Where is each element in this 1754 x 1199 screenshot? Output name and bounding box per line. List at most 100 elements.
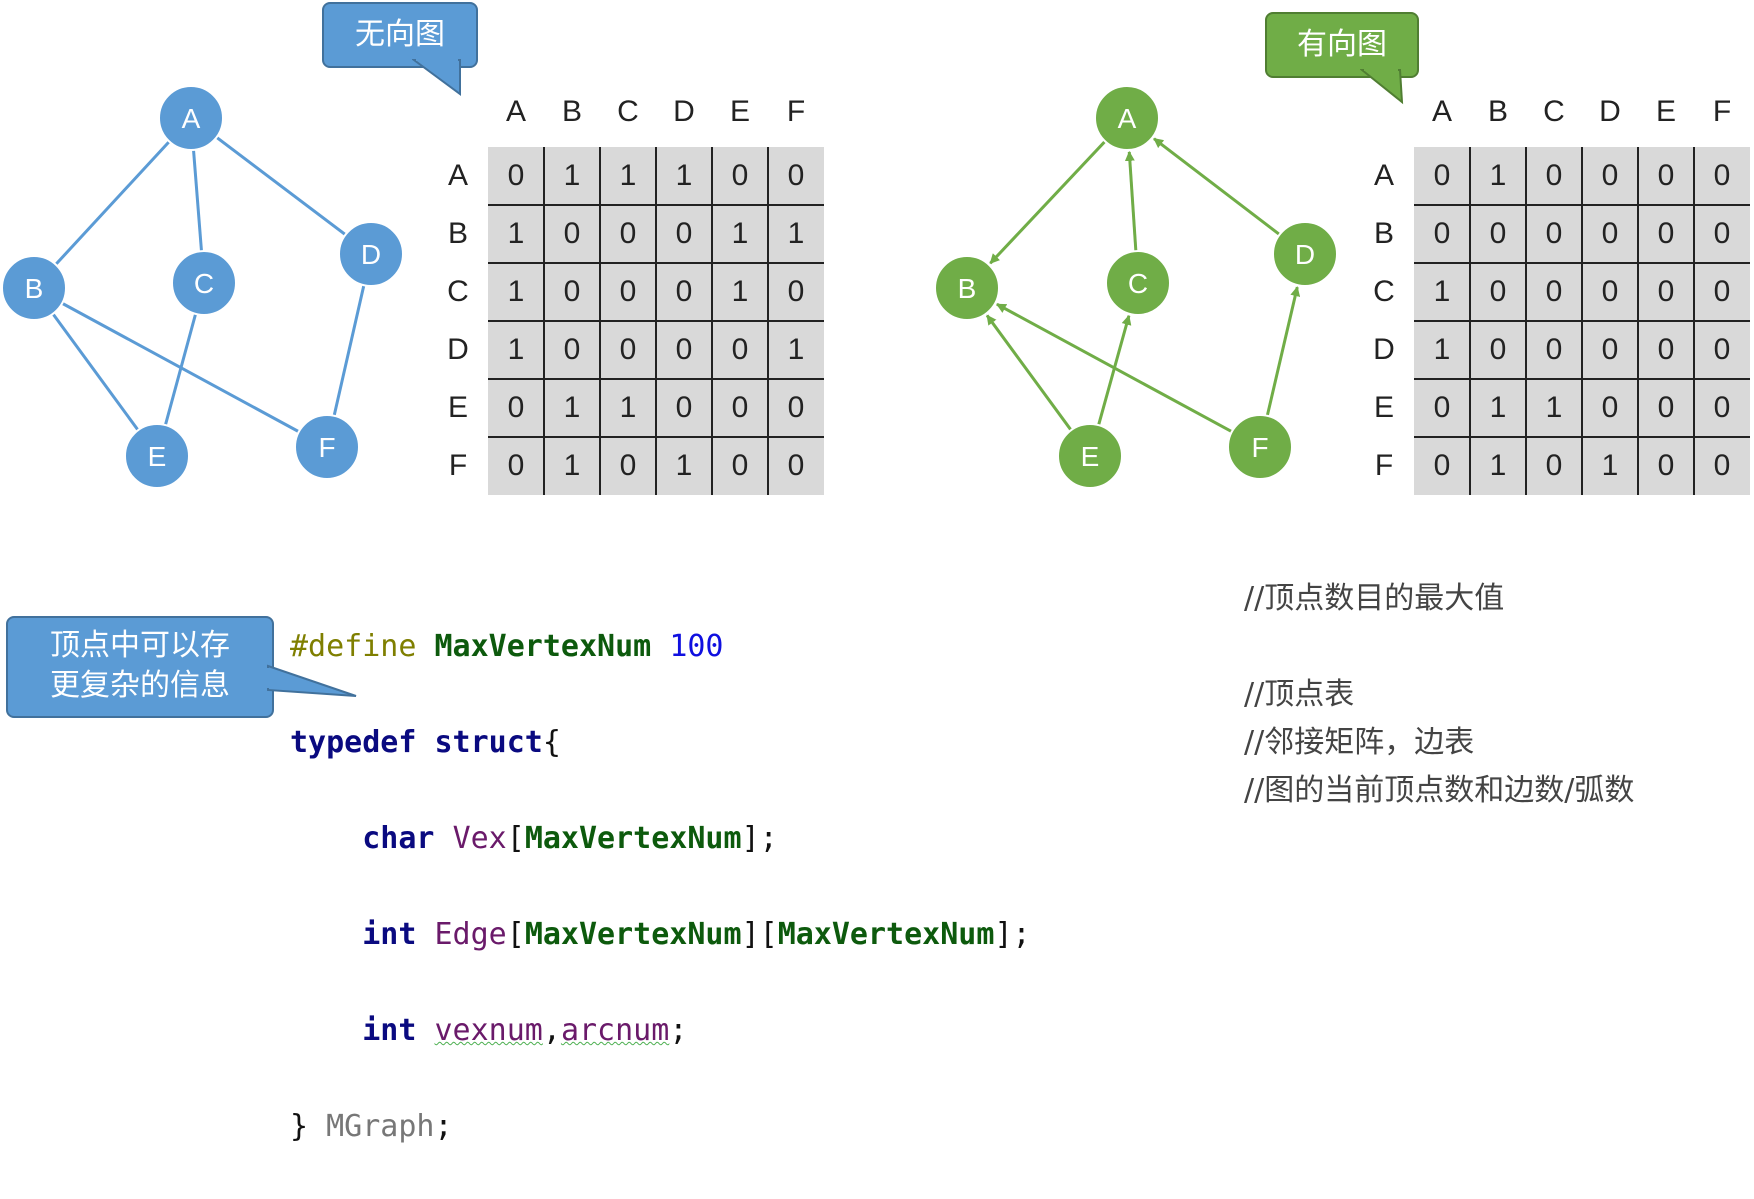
directed-row-header: B [1373,217,1394,250]
code-callout-line2: 更复杂的信息 [50,668,230,703]
undirected-row-header: C [447,275,469,308]
undirected-matrix-cell: 0 [787,391,805,424]
brace-close: } [290,1109,309,1144]
vexnum-field: vexnum [434,1013,543,1048]
directed-matrix-cell: 1 [1545,391,1563,424]
undirected-grid-hline [488,436,824,438]
undirected-row-header: E [447,391,468,424]
undirected-matrix-cell: 0 [787,275,805,308]
undirected-matrix-cell: 0 [619,333,637,366]
directed-matrix-cell: 0 [1489,333,1507,366]
undirected-matrix-cell: 1 [675,159,693,192]
directed-node-d: D [1272,221,1338,287]
undirected-matrix-cell: 0 [563,275,581,308]
char-keyword: char [362,821,435,856]
directed-node-c: C [1105,250,1171,316]
semicolon: ; [1012,917,1031,952]
directed-grid-vline [1693,147,1695,495]
semicolon: ; [759,821,778,856]
undirected-grid-hline [488,378,824,380]
directed-col-header: F [1712,95,1732,128]
undirected-node-label: A [182,103,201,134]
directed-arcs [985,137,1301,434]
directed-node-b: B [934,255,1000,321]
undirected-node-e: E [124,423,190,489]
directed-matrix-cell: 0 [1433,159,1451,192]
directed-matrix-cell: 1 [1489,391,1507,424]
directed-matrix-cell: 0 [1657,159,1675,192]
directed-callout: 有向图 [1265,12,1419,78]
undirected-matrix-cell: 1 [619,391,637,424]
undirected-grid-vline [711,147,713,495]
undirected-matrix-cell: 0 [731,449,749,482]
directed-node-label: F [1251,432,1268,463]
directed-arc-eb [985,314,1073,432]
directed-node-label: E [1081,441,1100,472]
directed-matrix-cell: 0 [1601,333,1619,366]
directed-grid-hline [1414,320,1750,322]
directed-col-header: C [1543,95,1565,128]
semicolon: ; [669,1013,688,1048]
undirected-matrix-cell: 0 [507,449,525,482]
directed-col-header: A [1431,95,1452,128]
undirected-matrix-cell: 0 [675,333,693,366]
bracket: ] [741,917,760,952]
brace-open: { [542,725,561,760]
comma: , [542,1013,561,1048]
undirected-col-header: A [505,95,526,128]
undirected-row-header: F [448,449,468,482]
undirected-col-header: E [729,95,750,128]
directed-matrix-cell: 0 [1713,275,1731,308]
undirected-row-header: B [447,217,468,250]
directed-matrix-cell: 0 [1545,275,1563,308]
undirected-matrix-cell: 1 [787,333,805,366]
undirected-grid-vline [767,147,769,495]
directed-matrix-cell: 0 [1545,217,1563,250]
directed-row-header: D [1373,333,1395,366]
comment-blank [1244,623,1634,671]
undirected-matrix-cell: 0 [731,333,749,366]
directed-matrix-cell: 1 [1433,275,1451,308]
directed-node-label: D [1295,239,1315,270]
directed-matrix-cell: 0 [1657,217,1675,250]
directed-callout-tail [1360,66,1404,105]
directed-matrix-cell: 1 [1433,333,1451,366]
typedef-keyword: typedef [290,725,417,760]
directed-matrix-cell: 0 [1713,159,1731,192]
undirected-row-header: D [447,333,469,366]
directed-col-header: E [1655,95,1676,128]
maxvertexnum-ref: MaxVertexNum [524,821,742,856]
mgraph-typename: MGraph [326,1109,435,1144]
directed-matrix-cell: 0 [1433,449,1451,482]
bracket: [ [759,917,778,952]
directed-matrix-cell: 0 [1489,217,1507,250]
define-keyword: #define [290,629,417,664]
bracket: [ [506,917,525,952]
comment-max-vertex: //顶点数目的最大值 [1244,581,1505,616]
undirected-matrix-cell: 0 [787,449,805,482]
maxvertexnum-ref: MaxVertexNum [524,917,742,952]
directed-matrix-cell: 0 [1657,449,1675,482]
directed-node-label: C [1128,268,1148,299]
directed-matrix-cell: 1 [1489,159,1507,192]
directed-grid-vline [1637,147,1639,495]
directed-matrix-cell: 1 [1601,449,1619,482]
struct-keyword: struct [434,725,543,760]
define-value: 100 [669,629,724,664]
directed-matrix-cell: 0 [1657,333,1675,366]
code-line-edge: int Edge[MaxVertexNum][MaxVertexNum]; [290,911,1031,959]
directed-matrix-cell: 1 [1489,449,1507,482]
directed-matrix-cell: 0 [1601,275,1619,308]
int-keyword: int [362,917,417,952]
directed-row-header: C [1373,275,1395,308]
directed-callout-label: 有向图 [1297,27,1387,62]
undirected-matrix-cell: 0 [563,217,581,250]
undirected-matrix-cell: 0 [619,449,637,482]
code-line-define: #define MaxVertexNum 100 [290,623,1031,671]
code-line-counts: int vexnum,arcnum; [290,1007,1031,1055]
code-line-close: } MGraph; [290,1103,1031,1151]
directed-matrix-cell: 0 [1545,333,1563,366]
directed-matrix-cell: 0 [1545,159,1563,192]
